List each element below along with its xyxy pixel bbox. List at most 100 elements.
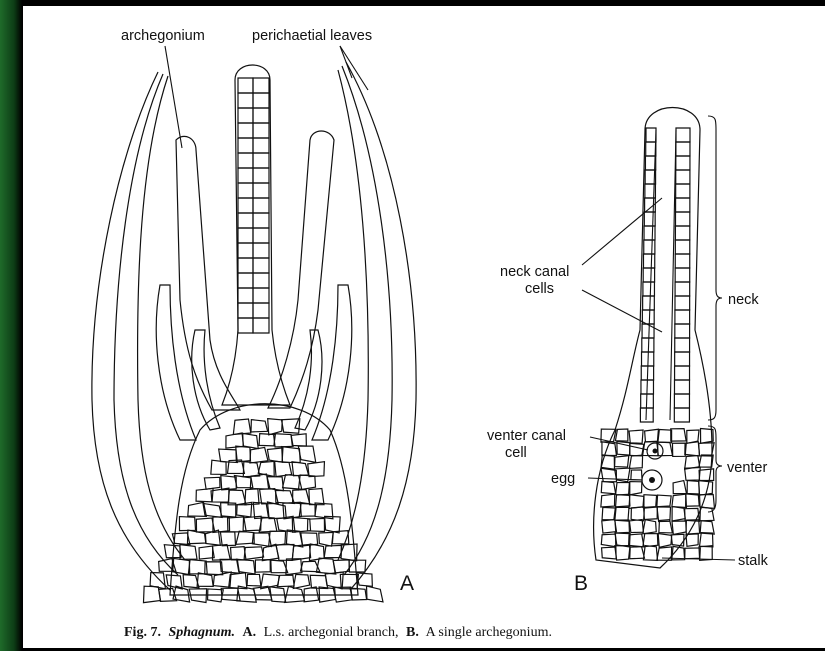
venter-cell	[685, 548, 701, 559]
inner-leaf-right-2	[295, 330, 322, 430]
venter-cell	[601, 494, 615, 507]
stem-cell	[281, 419, 299, 433]
venter-cell	[629, 455, 642, 468]
neck-cell	[253, 123, 269, 138]
label-perichaetial-leaves: perichaetial leaves	[252, 28, 372, 44]
stem-cell	[319, 532, 333, 546]
stem-cell	[349, 560, 366, 572]
neck-wall-cell	[643, 296, 655, 310]
stem-cell	[251, 420, 268, 432]
venter-cell	[643, 546, 657, 561]
venter-cell	[699, 546, 712, 561]
neck-cell	[238, 303, 253, 318]
stem-cell	[293, 490, 310, 504]
neck-wall-cell	[676, 142, 690, 156]
outer-leaf-left-inner	[114, 74, 178, 575]
stem-cell	[243, 462, 259, 477]
neck-cell	[238, 168, 253, 183]
neck-wall-cell	[646, 128, 656, 142]
stem-cell	[243, 433, 259, 448]
stem-cell	[259, 517, 277, 532]
neck-cell	[253, 228, 269, 243]
neck-cell	[238, 318, 253, 333]
outer-leaf-right-edge	[338, 70, 368, 560]
venter-cell	[616, 483, 630, 496]
neck-cell	[238, 108, 253, 123]
venter-cell	[631, 507, 644, 521]
neck-wall-cell	[675, 282, 690, 296]
neck-wall-cell	[675, 352, 690, 366]
venter-cell	[615, 456, 629, 467]
neck-wall-cell	[646, 142, 656, 156]
stem-cell	[298, 446, 315, 462]
stem-cell	[173, 558, 190, 574]
venter-cell	[658, 429, 672, 442]
outer-leaf-right	[346, 62, 416, 590]
stem-cell	[273, 434, 293, 447]
venter-cell	[645, 429, 659, 442]
neck-wall-cell	[675, 254, 690, 268]
leader-perichaetial-2	[340, 46, 368, 90]
neck-wall-cell	[643, 268, 654, 282]
neck-wall-cell	[675, 240, 689, 254]
neck-wall-cell	[675, 338, 690, 352]
venter-cell	[601, 534, 616, 547]
caption-fig: Fig. 7.	[124, 625, 161, 640]
neck-wall-cell	[675, 310, 690, 324]
venter-cell	[673, 481, 686, 494]
stem-cell	[226, 433, 244, 448]
venter-cell	[601, 468, 616, 481]
neck-wall-cell	[674, 408, 689, 422]
archegonium-cell-rows	[238, 78, 269, 333]
venter-cell	[687, 430, 699, 443]
stem-cell	[271, 560, 288, 573]
stem-cell	[267, 448, 283, 462]
neck-cell	[253, 168, 269, 183]
neck-cell	[253, 93, 269, 108]
stem-cell	[179, 517, 195, 531]
inner-leaf-left	[156, 285, 196, 440]
neck-cell	[253, 138, 269, 153]
stem-cell	[277, 575, 294, 587]
stem-cell	[324, 545, 342, 557]
neck-wall-cell	[644, 226, 655, 240]
venter-cell	[685, 468, 701, 481]
venter-cell	[700, 507, 714, 521]
neck-wall-cell	[675, 212, 689, 226]
venter-cell	[602, 520, 617, 534]
stem-cell	[299, 503, 316, 517]
neck-wall-cell	[675, 366, 690, 380]
neck-cell	[238, 228, 253, 243]
neck-cell	[238, 123, 253, 138]
stem-cell	[286, 559, 302, 575]
neck-wall-cell	[676, 128, 690, 142]
label-venter: venter	[727, 460, 767, 476]
venter-cell	[629, 534, 644, 547]
venter-cell	[615, 533, 630, 547]
neck-wall-cell	[644, 240, 655, 254]
venter-cell	[700, 533, 713, 547]
stem-cell	[204, 477, 220, 489]
neck-wall-cell	[676, 184, 690, 198]
venter-cell	[629, 495, 644, 509]
leader-archegonium	[165, 46, 182, 148]
venter-cell	[643, 534, 658, 547]
venter-cell	[686, 494, 700, 506]
panel-a-drawing	[92, 46, 416, 603]
stem-cell	[291, 434, 306, 446]
figure-caption: Fig. 7. Sphagnum. A. L.s. archegonial br…	[124, 625, 552, 640]
neck-wall-cell	[676, 170, 690, 184]
neck-wall-cell	[674, 380, 689, 394]
neck-cell	[253, 153, 269, 168]
stem-cell	[237, 559, 256, 574]
stem-cell	[276, 490, 295, 503]
panel-label-b: B	[574, 572, 588, 595]
venter-cell	[631, 470, 642, 480]
neck-cell	[238, 138, 253, 153]
neck-cell	[253, 183, 269, 198]
stem-cell	[275, 461, 292, 476]
venter-cell	[601, 481, 615, 493]
neck-cell	[253, 243, 269, 258]
venter-cell	[602, 507, 615, 519]
